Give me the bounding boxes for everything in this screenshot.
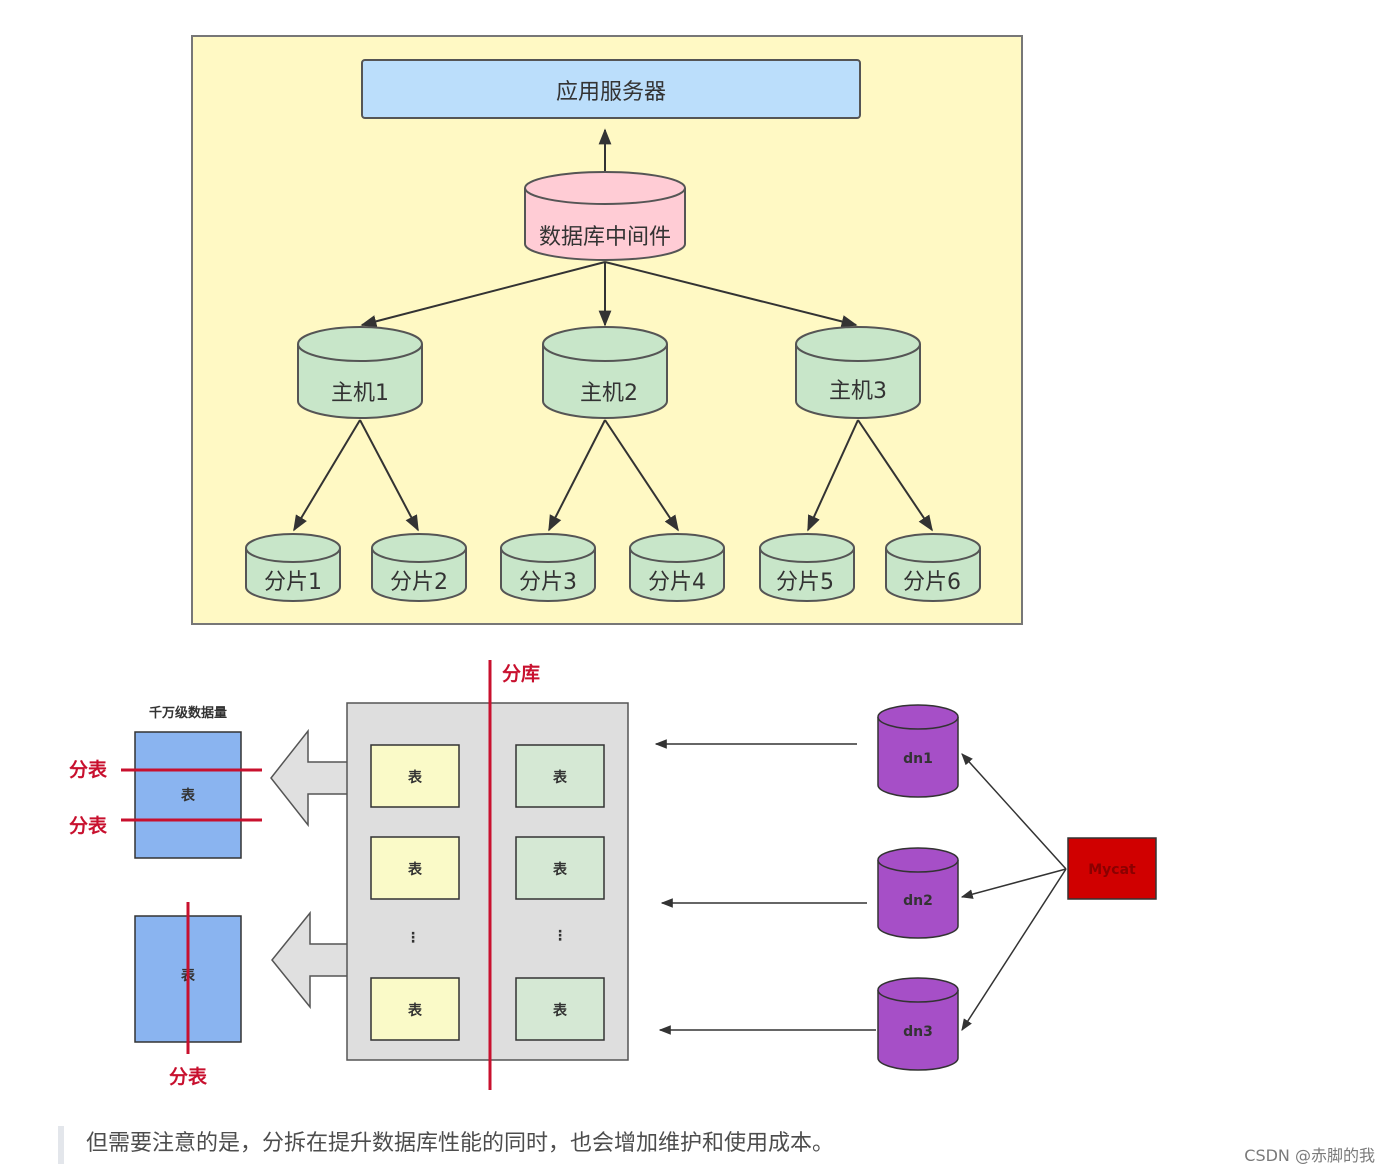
green-table-label-1: 表	[552, 769, 568, 786]
shard-cylinder-1: 分片1	[245, 533, 341, 602]
csdn-watermark: CSDN @赤脚的我	[1244, 1146, 1375, 1165]
blockquote-bar	[58, 1126, 64, 1164]
shard-label-2: 分片2	[390, 570, 448, 595]
split-table-label-2: 分表	[69, 814, 108, 837]
sharding-architecture-diagram: 应用服务器 数据库中间件 主机1 主机2 主机3	[191, 35, 1023, 625]
split-table-label-1: 分表	[69, 758, 108, 781]
big-table-horizontal-label: 表	[180, 787, 196, 804]
hollow-arrow-upper	[270, 728, 357, 828]
green-table-3	[515, 977, 605, 1041]
shard-label-5: 分片5	[776, 570, 834, 595]
host-label-1: 主机1	[331, 381, 389, 406]
shard-label-3: 分片3	[519, 570, 577, 595]
yellow-table-ellipsis: ⋮	[406, 930, 420, 946]
split-table-label-3: 分表	[169, 1065, 208, 1088]
shard-cylinder-3: 分片3	[500, 533, 596, 602]
yellow-table-2	[370, 836, 460, 900]
mycat-to-node-arrows	[960, 753, 1067, 1032]
mycat-box: Mycat	[1067, 837, 1157, 900]
app-server-label: 应用服务器	[556, 80, 666, 105]
db-right-tables: 表 表 ⋮ 表	[515, 744, 605, 1041]
data-node-2: dn2	[877, 847, 959, 939]
yellow-table-3	[370, 977, 460, 1041]
host-cylinder-2: 主机2	[542, 326, 668, 419]
data-node-1: dn1	[877, 704, 959, 798]
node-to-db-arrows	[654, 739, 876, 1035]
data-node-3: dn3	[877, 977, 959, 1071]
data-node-label-3: dn3	[903, 1024, 933, 1040]
shard-label-1: 分片1	[264, 570, 322, 595]
split-db-table-diagram: 千万级数据量 表 分表 分表 表 分表 表 表 ⋮ 表 表 表	[69, 660, 1157, 1090]
yellow-table-1	[370, 744, 460, 808]
yellow-table-label-3: 表	[407, 1002, 423, 1019]
green-table-label-3: 表	[552, 1002, 568, 1019]
shard-cylinder-2: 分片2	[371, 533, 467, 602]
app-server-box: 应用服务器	[361, 59, 861, 119]
big-table-horizontal	[134, 731, 242, 859]
yellow-table-label-2: 表	[407, 861, 423, 878]
blockquote-text: 但需要注意的是，分拆在提升数据库性能的同时，也会增加维护和使用成本。	[86, 1131, 835, 1156]
middleware-label: 数据库中间件	[539, 225, 671, 250]
host-cylinder-3: 主机3	[795, 326, 921, 419]
mycat-label: Mycat	[1088, 862, 1136, 878]
data-node-label-2: dn2	[903, 893, 933, 909]
middleware-to-host-arrows	[360, 261, 858, 328]
shard-label-4: 分片4	[648, 570, 706, 595]
host-label-2: 主机2	[580, 381, 638, 406]
data-node-label-1: dn1	[903, 751, 933, 767]
host-to-shard-arrows	[293, 419, 933, 532]
green-table-label-2: 表	[552, 861, 568, 878]
big-table-title: 千万级数据量	[149, 705, 227, 721]
split-db-label: 分库	[502, 662, 540, 685]
green-table-2	[515, 836, 605, 900]
shard-cylinder-4: 分片4	[629, 533, 725, 602]
shard-cylinder-5: 分片5	[759, 533, 855, 602]
host-label-3: 主机3	[829, 379, 887, 404]
green-table-1	[515, 744, 605, 808]
yellow-table-label-1: 表	[407, 769, 423, 786]
db-left-tables: 表 表 ⋮ 表	[370, 744, 460, 1041]
shard-cylinder-6: 分片6	[885, 533, 981, 602]
hollow-arrow-lower	[271, 910, 359, 1010]
host-cylinder-1: 主机1	[297, 326, 423, 419]
middleware-cylinder: 数据库中间件	[524, 171, 686, 261]
green-table-ellipsis: ⋮	[553, 928, 567, 944]
shard-label-6: 分片6	[903, 570, 961, 595]
